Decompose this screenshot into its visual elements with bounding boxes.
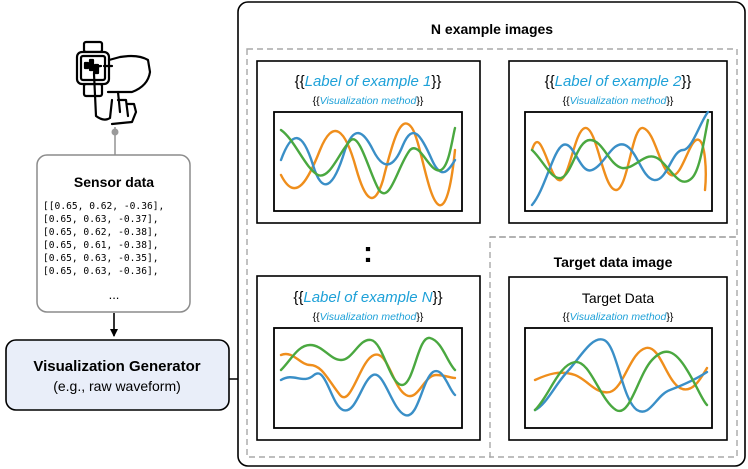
example-plot-frame <box>524 111 713 212</box>
blue-waveform <box>530 110 710 207</box>
sensor-data-box <box>36 154 191 313</box>
sensor-row: [0.65, 0.61, -0.38], <box>43 240 159 251</box>
orange-waveform <box>530 126 707 192</box>
orange-waveform <box>279 122 457 207</box>
target-plot-frame <box>524 327 713 429</box>
green-waveform <box>533 350 709 413</box>
example-label: {{Label of example 1}} <box>295 73 442 90</box>
blue-waveform <box>533 338 709 413</box>
target-title: Target data image <box>554 254 673 270</box>
sensor-data-title: Sensor data <box>74 174 154 190</box>
waveforms-example-2 <box>530 110 710 207</box>
target-dashed-region <box>490 236 738 458</box>
example-method: {{Visualization method}} <box>563 95 674 107</box>
waveforms-target <box>533 338 709 413</box>
sensor-ellipsis: ... <box>109 287 120 302</box>
sensor-row: [0.65, 0.62, -0.38], <box>43 227 159 238</box>
example-method: {{Visualization method}} <box>313 95 424 107</box>
orange-waveform <box>279 352 457 399</box>
sensor-row: [0.65, 0.63, -0.36], <box>43 266 159 277</box>
sensor-row: [0.65, 0.63, -0.35], <box>43 253 159 264</box>
orange-waveform <box>533 346 709 394</box>
sensor-row: [0.65, 0.63, -0.37], <box>43 214 159 225</box>
visualization-generator-box <box>5 339 230 411</box>
target-label: Target Data <box>582 290 655 306</box>
generator-subtitle: (e.g., raw waveform) <box>53 378 181 394</box>
target-method: {{Visualization method}} <box>563 311 674 323</box>
examples-title: N example images <box>431 21 553 37</box>
waveforms-example-1 <box>279 122 457 207</box>
vertical-ellipsis: : <box>363 236 373 269</box>
blue-waveform <box>279 369 457 417</box>
blue-waveform <box>279 131 457 186</box>
green-waveform <box>279 126 457 195</box>
smartwatch-hand-icon <box>75 40 152 126</box>
example-label: {{Label of example N}} <box>293 289 442 306</box>
green-waveform <box>279 336 457 387</box>
generator-title: Visualization Generator <box>33 358 200 375</box>
green-waveform <box>530 118 710 183</box>
sensor-row: [[0.65, 0.62, -0.36], <box>43 201 164 212</box>
example-method: {{Visualization method}} <box>313 311 424 323</box>
example-label: {{Label of example 2}} <box>545 73 692 90</box>
waveforms-example-n <box>279 336 457 417</box>
connector-dot <box>111 128 119 136</box>
